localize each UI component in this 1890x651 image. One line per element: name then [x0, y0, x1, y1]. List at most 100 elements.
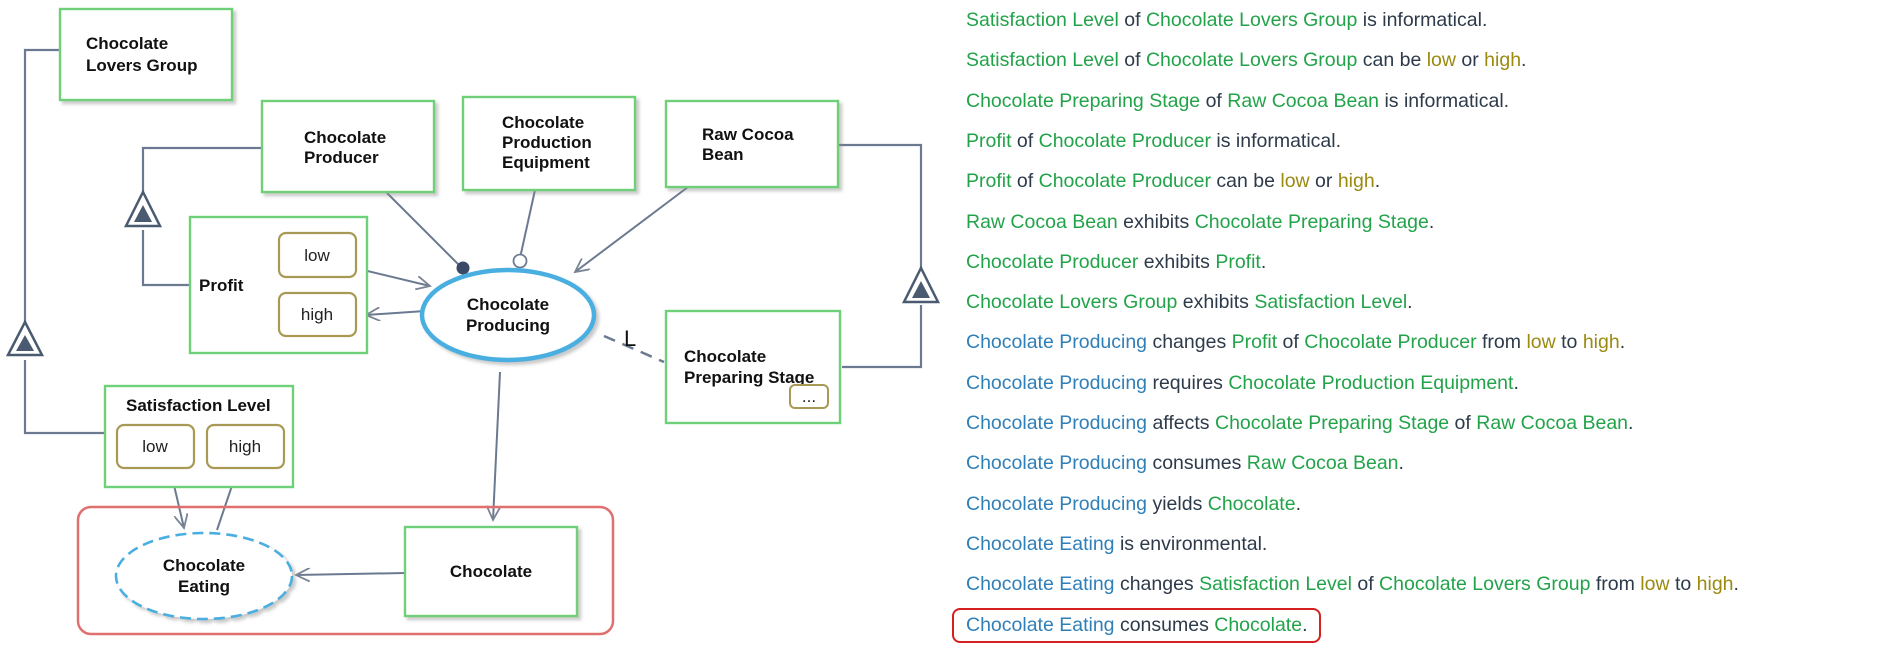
opl-text: . [1260, 250, 1267, 273]
object-satisfaction-level[interactable]: Satisfaction Level low high [103, 384, 295, 489]
link-bean-to-triangle [838, 143, 923, 268]
opl-state-term: low [1640, 573, 1670, 596]
state-profit-low[interactable]: low [277, 231, 358, 279]
opl-object-term: Chocolate Lovers Group [966, 291, 1178, 314]
process-chocolate-producing[interactable]: Chocolate Producing [419, 267, 597, 363]
opl-text: affects [1147, 412, 1215, 434]
opl-text: or [1455, 49, 1485, 72]
opl-object-term: Profit [966, 129, 1012, 152]
opl-sentence: Chocolate Eating changes Satisfaction Le… [966, 573, 1739, 596]
object-profit[interactable]: Profit low high [188, 215, 369, 355]
opl-object-term: Satisfaction Level [966, 9, 1119, 31]
object-label-line: Raw Cocoa [702, 125, 794, 144]
opl-object-term: Chocolate Lovers Group [1145, 49, 1358, 72]
object-label: Satisfaction Level [126, 396, 271, 415]
triangle-bean-icon [901, 265, 941, 304]
opl-text: . [1733, 573, 1739, 596]
opl-text: of [1277, 331, 1305, 354]
process-label-line: Chocolate [163, 556, 245, 575]
opl-object-term: Satisfaction Level [1254, 291, 1408, 314]
opl-object-term: Chocolate [1214, 613, 1303, 636]
triangle-producer-icon [123, 189, 163, 228]
state-profit-high[interactable]: high [277, 291, 358, 338]
opl-text: of [1118, 9, 1146, 31]
opl-text: yields [1147, 492, 1208, 515]
object-chocolate-producer[interactable]: Chocolate Producer [260, 99, 436, 194]
opl-state-term: high [1582, 331, 1620, 354]
state-label: low [304, 246, 330, 265]
opl-text: . [1619, 331, 1626, 354]
opl-text: . [1407, 291, 1413, 314]
opl-object-term: Chocolate Preparing Stage [966, 89, 1201, 112]
object-label-line: Chocolate [684, 347, 766, 366]
opl-state-term: high [1337, 170, 1375, 193]
opl-process-term: Chocolate Eating [966, 573, 1115, 596]
opl-process-term: Chocolate Eating [966, 532, 1115, 555]
opl-sentence: Chocolate Preparing Stage of Raw Cocoa B… [966, 90, 1509, 113]
opl-sentence: Raw Cocoa Bean exhibits Chocolate Prepar… [966, 211, 1434, 234]
opm-diagram: L Chocolate Lovers Group Chocolate Produ… [5, 7, 941, 636]
opl-text: exhibits [1177, 291, 1255, 314]
effect-link [603, 334, 665, 364]
process-chocolate-eating[interactable]: Chocolate Eating [114, 531, 294, 621]
opl-object-term: Satisfaction Level [1199, 573, 1352, 596]
object-chocolate-lovers-group[interactable]: Chocolate Lovers Group [58, 7, 234, 102]
opl-object-term: Raw Cocoa Bean [966, 210, 1118, 233]
opl-object-term: Chocolate Producer [1038, 129, 1211, 152]
opl-state-term: high [1696, 573, 1734, 596]
opl-text: is informatical. [1210, 129, 1342, 152]
opl-text: of [1200, 89, 1228, 112]
object-label-line: Lovers Group [86, 56, 197, 75]
opl-text: of [1351, 573, 1380, 596]
exhibition-triangles [5, 189, 941, 357]
link-triangle-to-profit [141, 230, 190, 287]
opl-text: from [1476, 331, 1527, 354]
opl-text: of [1449, 412, 1477, 434]
object-label-line: Chocolate [86, 34, 168, 53]
opl-object-term: Satisfaction Level [966, 49, 1119, 72]
opl-text: consumes [1114, 613, 1215, 636]
opl-text: . [1295, 492, 1301, 515]
opl-process-term: Chocolate Eating [966, 613, 1115, 636]
opl-state-term: high [1484, 49, 1522, 72]
opl-object-term: Profit [966, 170, 1012, 193]
consumption-link-bean [575, 186, 689, 272]
state-satisfaction-high[interactable]: high [205, 423, 286, 470]
opl-text: is informatical. [1379, 89, 1510, 112]
highlight-frame [76, 505, 615, 636]
object-label-line: Production [502, 133, 592, 152]
opl-text: to [1669, 573, 1697, 596]
opl-text: to [1555, 331, 1583, 354]
opl-text: from [1590, 573, 1641, 596]
opl-process-term: Chocolate Producing [966, 331, 1148, 354]
opl-sentence: Satisfaction Level of Chocolate Lovers G… [966, 49, 1526, 72]
object-label-line: Producer [304, 148, 379, 167]
opl-state-term: low [1426, 49, 1456, 72]
opl-sentence-highlighted: Chocolate Eating consumes Chocolate. [951, 607, 1322, 643]
result-link-chocolate [493, 371, 501, 520]
state-satisfaction-low[interactable]: low [115, 423, 196, 470]
opl-object-term: Chocolate Producer [966, 250, 1139, 273]
opl-sentence: Profit of Chocolate Producer is informat… [966, 130, 1341, 153]
opl-sentence: Chocolate Lovers Group exhibits Satisfac… [966, 291, 1413, 314]
opl-object-term: Raw Cocoa Bean [1476, 412, 1629, 434]
opl-text: is environmental. [1114, 532, 1268, 555]
object-label-line: Equipment [502, 153, 590, 172]
object-chocolate-preparing-stage[interactable]: Chocolate Preparing Stage ... [664, 309, 842, 425]
state-preparing-stage[interactable]: ... [789, 384, 829, 409]
object-chocolate[interactable]: Chocolate [403, 525, 579, 618]
opl-object-term: Chocolate Preparing Stage [1214, 412, 1450, 434]
opl-text: . [1628, 412, 1634, 434]
state-label: ... [802, 387, 816, 406]
opl-object-term: Chocolate Production Equipment [1228, 371, 1514, 394]
opl-text: . [1428, 210, 1435, 233]
opl-sentence: Chocolate Producer exhibits Profit. [966, 251, 1266, 274]
opl-text: can be [1210, 170, 1281, 193]
process-label-line: Eating [178, 577, 230, 596]
object-raw-cocoa-bean[interactable]: Raw Cocoa Bean [664, 99, 840, 189]
opl-text: . [1521, 49, 1527, 72]
process-label-line: Producing [466, 316, 550, 335]
opl-object-term: Raw Cocoa Bean [1246, 452, 1399, 475]
opl-text: changes [1114, 573, 1200, 596]
object-chocolate-production-equipment[interactable]: Chocolate Production Equipment [461, 95, 637, 192]
